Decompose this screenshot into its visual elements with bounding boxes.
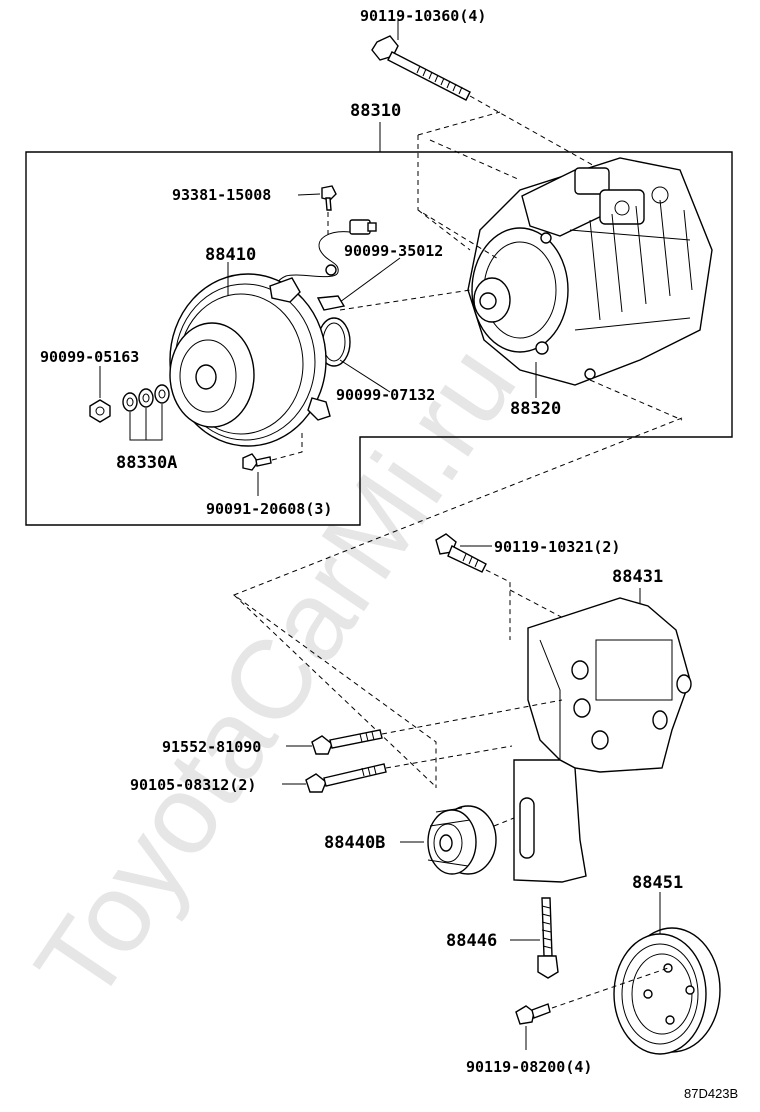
screw-part[interactable] xyxy=(321,185,337,211)
label-pulley-bolt: 90119-08200(4) xyxy=(466,1058,592,1076)
guide-idler xyxy=(493,817,515,827)
guide-bracket-bolt xyxy=(485,569,587,640)
guide-compressor-bottom xyxy=(589,379,683,421)
label-clutch: 88410 xyxy=(205,245,256,265)
label-shims: 88330A xyxy=(116,453,177,473)
leader-snap-ring xyxy=(339,359,391,393)
adjust-bolt-part[interactable] xyxy=(537,897,559,979)
pulley-bolt-part[interactable] xyxy=(515,1003,551,1025)
label-lead-clip: 90099-35012 xyxy=(344,242,443,260)
label-screw: 93381-15008 xyxy=(172,186,271,204)
label-bolt-a: 91552-81090 xyxy=(162,738,261,756)
compressor-part[interactable] xyxy=(467,157,713,386)
lead-clip-part[interactable] xyxy=(316,295,346,311)
guide-clutch-to-compressor xyxy=(339,289,471,311)
bolt-top-part[interactable] xyxy=(371,35,471,101)
leader-shims xyxy=(129,404,163,441)
clutch-part[interactable] xyxy=(169,273,331,447)
idler-pulley-part[interactable] xyxy=(427,805,497,875)
clutch-bolt-part[interactable] xyxy=(242,453,272,471)
guide-bolt-top xyxy=(469,95,599,169)
pulley-part[interactable] xyxy=(613,927,721,1055)
label-idler: 88440B xyxy=(324,833,385,853)
nut-part[interactable] xyxy=(89,399,111,423)
diagram-reference-code: 87D423B xyxy=(684,1086,738,1101)
label-bracket: 88431 xyxy=(612,567,663,587)
label-nut: 90099-05163 xyxy=(40,348,139,366)
bolt-a-part[interactable] xyxy=(311,729,383,755)
label-bolt-b: 90105-08312(2) xyxy=(130,776,256,794)
label-snap-ring: 90099-07132 xyxy=(336,386,435,404)
guide-bolt-a xyxy=(381,699,563,735)
label-adjust-bolt: 88446 xyxy=(446,931,497,951)
assembly-frame xyxy=(25,151,733,526)
label-pulley: 88451 xyxy=(632,873,683,893)
guide-compressor-top xyxy=(417,111,501,261)
guide-pulley-bolt xyxy=(551,967,669,1009)
shim-washers-part[interactable] xyxy=(122,384,170,412)
guide-assembly-projection xyxy=(232,417,683,788)
guide-compressor-mid xyxy=(429,139,521,181)
label-bolt-top: 90119-10360(4) xyxy=(360,7,486,25)
label-compressor: 88320 xyxy=(510,399,561,419)
leader-lead-clip xyxy=(339,257,401,303)
label-bracket-bolt: 90119-10321(2) xyxy=(494,538,620,556)
leader-screw xyxy=(297,193,321,196)
guide-clutch-bolt xyxy=(271,430,303,461)
guide-bolt-b xyxy=(385,745,513,769)
bracket-part[interactable] xyxy=(513,597,692,883)
label-clutch-bolt: 90091-20608(3) xyxy=(206,500,332,518)
label-assembly: 88310 xyxy=(350,101,401,121)
bracket-bolt-part[interactable] xyxy=(435,533,487,573)
bolt-b-part[interactable] xyxy=(305,763,387,793)
